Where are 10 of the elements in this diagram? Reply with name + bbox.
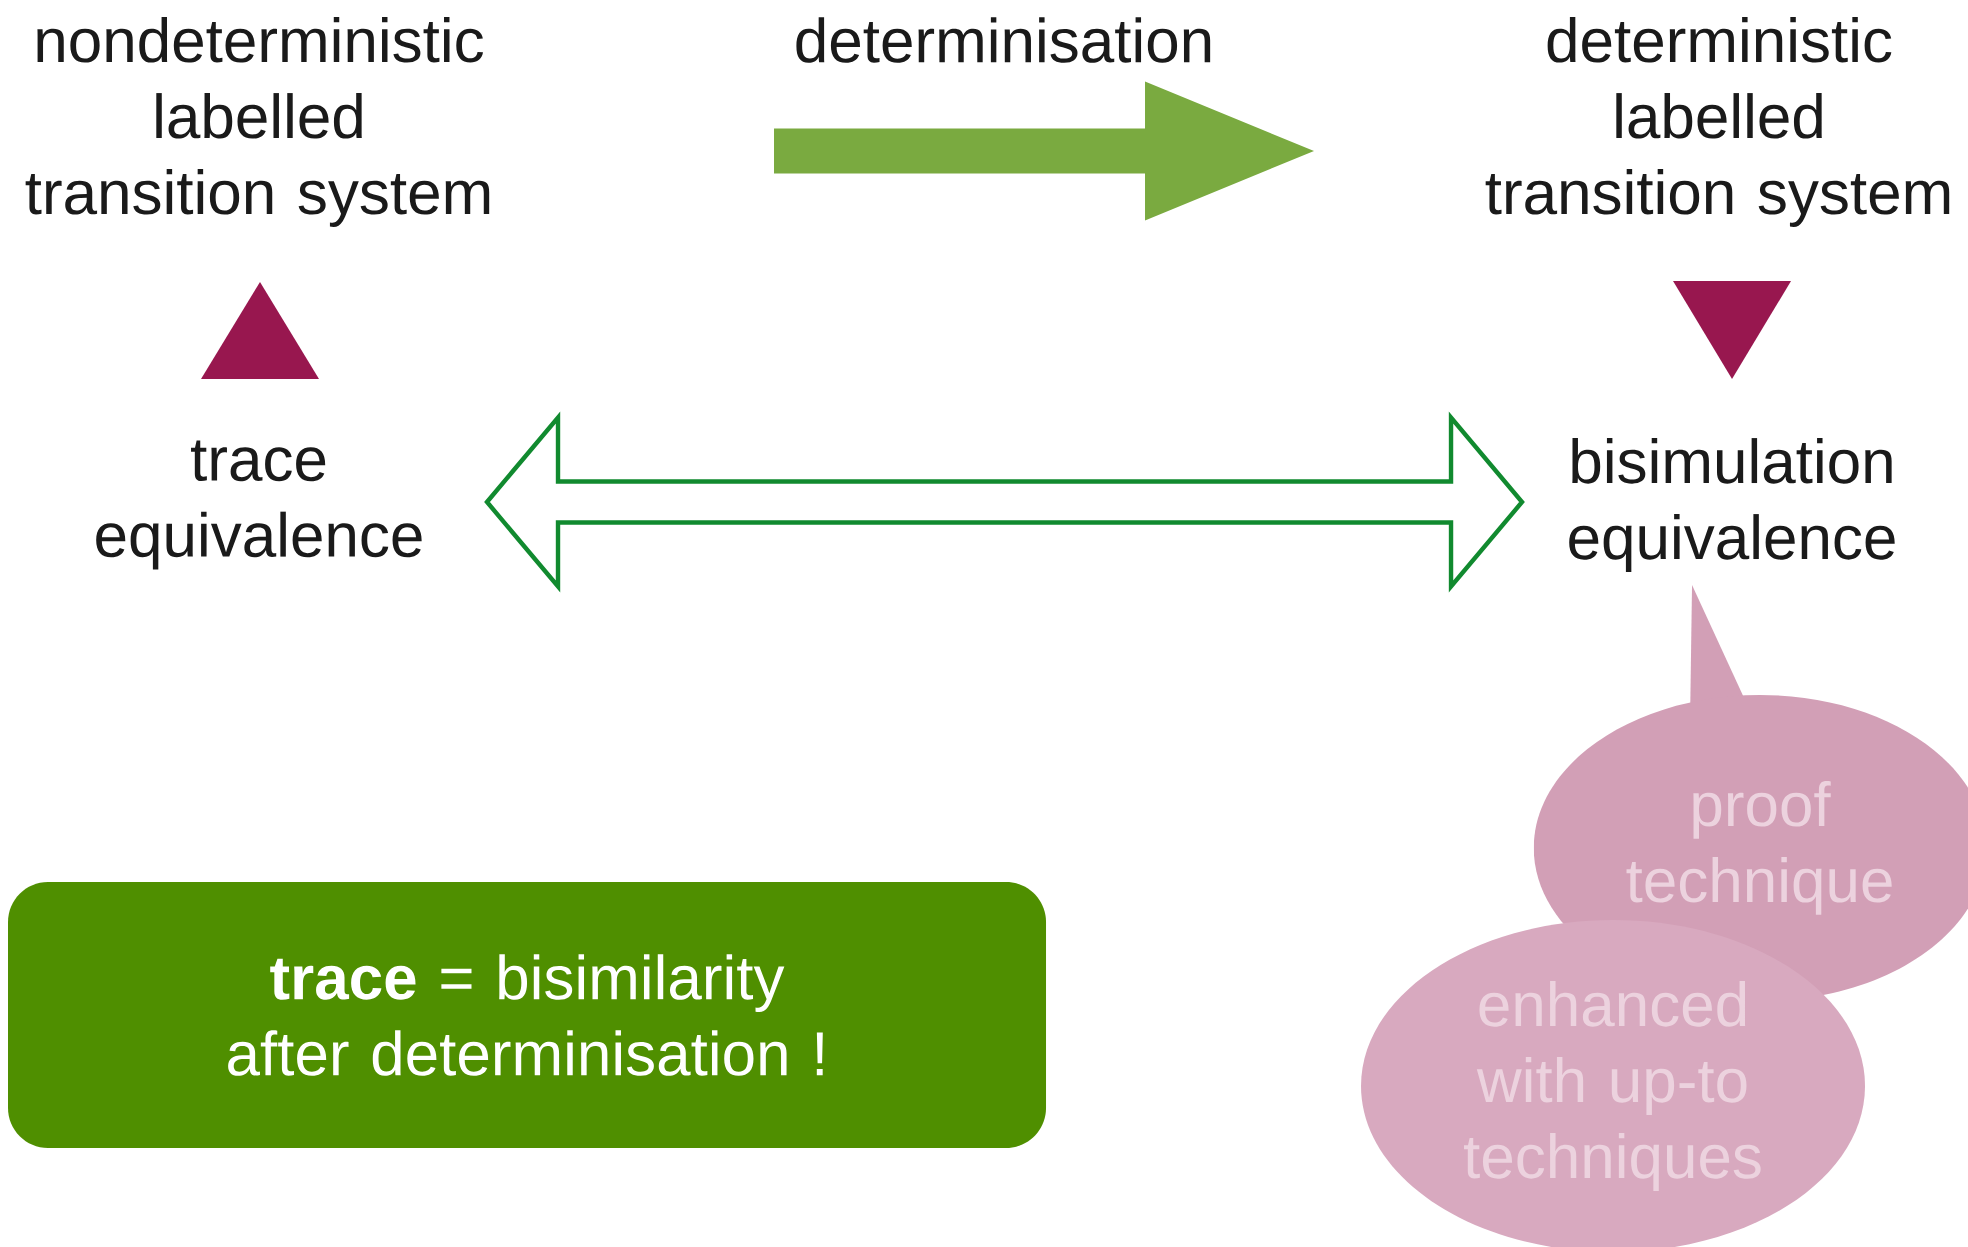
callout-box: trace = bisimilarity after determinisation !: [8, 882, 1046, 1148]
triangle-arrow: [201, 282, 319, 379]
equivalence-label: trace equivalence: [96, 440, 422, 570]
state-label: nondeterministic labelled transition system: [25, 17, 490, 227]
triangle-arrow: [1673, 281, 1791, 379]
edge-label: determinisation: [796, 17, 1211, 63]
state-label: deterministic labelled transition system: [1485, 17, 1950, 227]
equivalence-label: bisimulation equivalence: [1569, 438, 1895, 572]
block-arrow: [774, 81, 1314, 221]
double-arrow: [484, 411, 1525, 593]
